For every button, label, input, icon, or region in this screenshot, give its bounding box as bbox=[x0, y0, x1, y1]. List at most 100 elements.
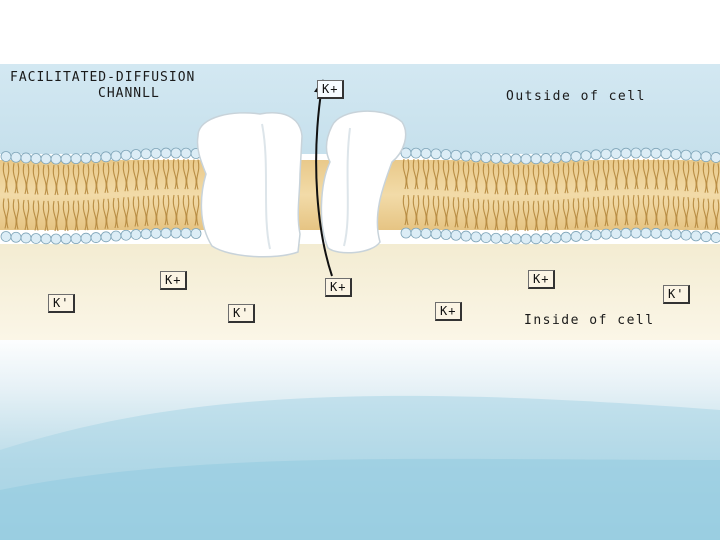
lipid-head bbox=[661, 229, 671, 239]
lipid-head bbox=[421, 228, 431, 238]
lipid-head bbox=[461, 231, 471, 241]
lipid-head bbox=[11, 152, 21, 162]
potassium-ion-entering: K+ bbox=[325, 278, 352, 297]
lipid-head bbox=[461, 151, 471, 161]
lipid-head bbox=[111, 231, 121, 241]
diagram-title-line2: CHANNLL bbox=[98, 86, 160, 101]
lipid-head bbox=[91, 153, 101, 163]
lipid-head bbox=[141, 229, 151, 239]
lipid-head bbox=[521, 154, 531, 164]
lipid-head bbox=[551, 153, 561, 163]
lipid-head bbox=[611, 229, 621, 239]
lipid-head bbox=[131, 149, 141, 159]
lipid-head bbox=[1, 151, 11, 161]
potassium-ion-left-upper: K+ bbox=[160, 271, 187, 290]
lipid-head bbox=[671, 229, 681, 239]
lipid-head bbox=[471, 152, 481, 162]
lipid-head bbox=[641, 148, 651, 158]
lipid-head bbox=[561, 232, 571, 242]
lipid-head bbox=[691, 231, 701, 241]
lipid-head bbox=[121, 230, 131, 240]
lipid-head bbox=[451, 230, 461, 240]
lipid-head bbox=[701, 232, 711, 242]
lipid-head bbox=[411, 148, 421, 158]
outside-of-cell-label: Outside of cell bbox=[506, 89, 646, 104]
lipid-head bbox=[71, 154, 81, 164]
lipid-head bbox=[171, 228, 181, 238]
lipid-head bbox=[581, 151, 591, 161]
lipid-head bbox=[701, 152, 711, 162]
lipid-head bbox=[31, 233, 41, 243]
lipid-head bbox=[501, 154, 511, 164]
lipid-head bbox=[481, 153, 491, 163]
lipid-head bbox=[451, 150, 461, 160]
lipid-head bbox=[181, 148, 191, 158]
lipid-head bbox=[671, 149, 681, 159]
lipid-head bbox=[91, 233, 101, 243]
lipid-head bbox=[21, 153, 31, 163]
lipid-head bbox=[61, 154, 71, 164]
lipid-head bbox=[111, 151, 121, 161]
lipid-head bbox=[511, 154, 521, 164]
lipid-head bbox=[401, 228, 411, 238]
lipid-head bbox=[511, 234, 521, 244]
lipid-head bbox=[591, 150, 601, 160]
lipid-head bbox=[601, 229, 611, 239]
lipid-head bbox=[181, 228, 191, 238]
potassium-ion-center-right: K+ bbox=[435, 302, 462, 321]
lipid-head bbox=[571, 151, 581, 161]
membrane-figure: FACILITATED-DIFFUSION CHANNLL Outside of… bbox=[0, 64, 720, 340]
lipid-head bbox=[621, 228, 631, 238]
lipid-head bbox=[711, 152, 720, 162]
lipid-head bbox=[441, 150, 451, 160]
lipid-head bbox=[681, 230, 691, 240]
lipid-head bbox=[41, 234, 51, 244]
lipid-head bbox=[151, 228, 161, 238]
lipid-head bbox=[11, 232, 21, 242]
lipid-head bbox=[681, 150, 691, 160]
channel-protein-left bbox=[197, 113, 302, 257]
lipid-head bbox=[101, 232, 111, 242]
lipid-head bbox=[651, 148, 661, 158]
lipid-head bbox=[631, 148, 641, 158]
lipid-head bbox=[121, 150, 131, 160]
lipid-head bbox=[531, 154, 541, 164]
lipid-head bbox=[601, 149, 611, 159]
lipid-head bbox=[171, 148, 181, 158]
lipid-head bbox=[481, 233, 491, 243]
lipid-head bbox=[131, 229, 141, 239]
lipid-head bbox=[191, 228, 201, 238]
lipid-head bbox=[31, 153, 41, 163]
lipid-head bbox=[491, 153, 501, 163]
lipid-head bbox=[501, 234, 511, 244]
lipid-head bbox=[61, 234, 71, 244]
diagram-title-line1: FACILITATED-DIFFUSION bbox=[10, 70, 195, 85]
lipid-head bbox=[101, 152, 111, 162]
lipid-head bbox=[631, 228, 641, 238]
lipid-head bbox=[151, 148, 161, 158]
lipid-head bbox=[651, 228, 661, 238]
lipid-head bbox=[41, 154, 51, 164]
potassium-ion-right-upper: K+ bbox=[528, 270, 555, 289]
lipid-head bbox=[541, 233, 551, 243]
potassium-ion-outside: K+ bbox=[317, 80, 344, 99]
membrane-illustration bbox=[0, 64, 720, 340]
potassium-ion-center-low: K' bbox=[228, 304, 255, 323]
potassium-ion-right-far: K' bbox=[663, 285, 690, 304]
lipid-head bbox=[441, 230, 451, 240]
lipid-head bbox=[561, 152, 571, 162]
lipid-head bbox=[81, 233, 91, 243]
lipid-head bbox=[611, 149, 621, 159]
lipid-head bbox=[81, 153, 91, 163]
lipid-head bbox=[161, 148, 171, 158]
background-wave bbox=[0, 340, 720, 540]
lipid-head bbox=[541, 153, 551, 163]
lipid-head bbox=[431, 229, 441, 239]
lipid-head bbox=[1, 231, 11, 241]
lipid-head bbox=[21, 233, 31, 243]
lipid-head bbox=[621, 148, 631, 158]
lipid-head bbox=[141, 149, 151, 159]
lipid-head bbox=[51, 234, 61, 244]
lipid-head bbox=[471, 232, 481, 242]
lipid-head bbox=[661, 149, 671, 159]
